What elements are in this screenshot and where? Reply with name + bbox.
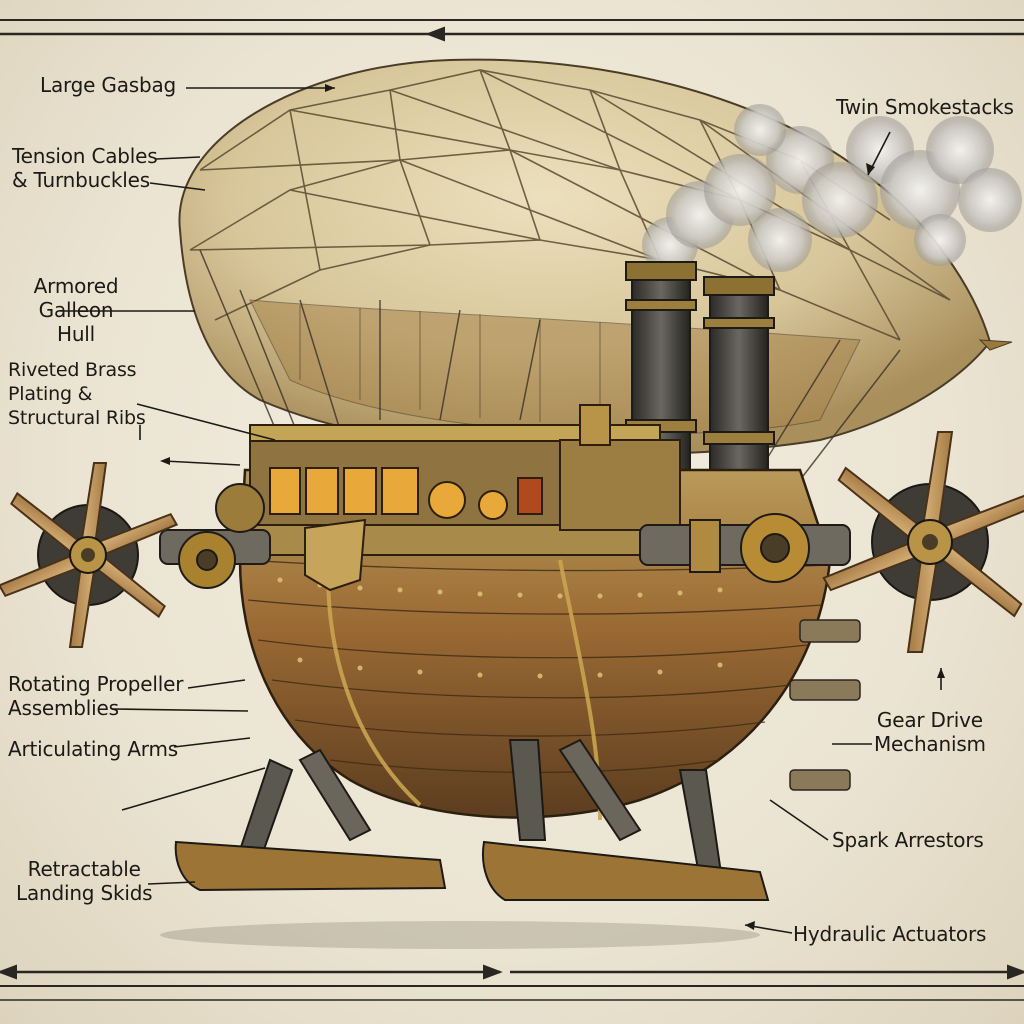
- suspension-cables: [199, 249, 901, 481]
- label-propellers: Rotating Propeller Assemblies: [8, 672, 184, 720]
- label-skids: Retractable Landing Skids: [16, 857, 153, 905]
- spark-arrestors: [789, 619, 861, 791]
- propeller-left: [0, 462, 179, 648]
- landing-gear: [174, 738, 770, 901]
- gear-drive: [178, 513, 810, 589]
- leader-lines: [60, 87, 942, 934]
- label-plating: Riveted Brass Plating & Structural Ribs: [8, 359, 146, 429]
- label-hull: Armored Galleon Hull: [33, 274, 119, 346]
- label-arms: Articulating Arms: [8, 737, 178, 761]
- label-gear-drive: Gear Drive Mechanism: [874, 708, 986, 756]
- leader-arrowheads: [160, 84, 945, 930]
- label-gasbag: Large Gasbag: [40, 73, 177, 97]
- label-tension-cables: Tension Cables & Turnbuckles: [12, 144, 158, 192]
- cabin-windows: [269, 467, 543, 520]
- label-smokestacks: Twin Smokestacks: [836, 95, 1014, 119]
- label-spark-arrestors: Spark Arrestors: [832, 828, 984, 852]
- smoke-plume: [642, 104, 1022, 273]
- border-frame: [0, 19, 1024, 1001]
- smokestacks: [625, 261, 775, 486]
- propeller-right: [822, 431, 1024, 653]
- label-hydraulic: Hydraulic Actuators: [793, 922, 987, 946]
- ground-shadow: [160, 921, 760, 949]
